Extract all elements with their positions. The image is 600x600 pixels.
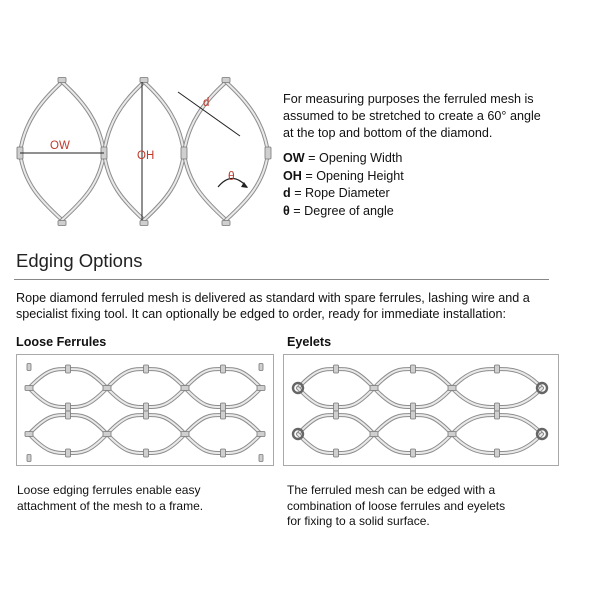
theta-label: θ xyxy=(228,169,235,183)
legend-item-ow: OW = Opening Width xyxy=(283,151,403,165)
eyelets-panel xyxy=(283,354,559,466)
loose-ferrules-caption: Loose edging ferrules enable easy attach… xyxy=(17,483,204,513)
edging-intro: Rope diamond ferruled mesh is delivered … xyxy=(16,291,530,321)
eyelets-caption: The ferruled mesh can be edged with a co… xyxy=(287,483,506,528)
legend-item-d: d = Rope Diameter xyxy=(283,186,390,200)
measuring-note: For measuring purposes the ferruled mesh… xyxy=(283,91,583,142)
mesh-wires xyxy=(16,77,272,226)
d-label: d xyxy=(203,97,209,109)
ow-label: OW xyxy=(50,140,70,152)
oh-label: OH xyxy=(137,150,154,162)
eyelets-title: Eyelets xyxy=(287,335,332,349)
legend: OW = Opening Width OH = Opening Height d… xyxy=(283,150,404,220)
loose-ferrules-title: Loose Ferrules xyxy=(16,335,107,349)
section-title: Edging Options xyxy=(16,250,143,271)
measuring-line-3: at the top and bottom of the diamond. xyxy=(283,126,493,140)
loose-ferrules-panel xyxy=(16,354,274,466)
loose-ferrules-mesh xyxy=(24,363,266,462)
d-dimension-line xyxy=(177,91,241,137)
eyelets-mesh xyxy=(291,364,549,458)
theta-arrow xyxy=(241,182,248,188)
measuring-line-1: For measuring purposes the ferruled mesh… xyxy=(283,92,534,106)
measuring-line-2: assumed to be stretched to create a 60° … xyxy=(283,109,541,123)
section-divider xyxy=(14,279,549,280)
legend-item-theta: θ = Degree of angle xyxy=(283,203,394,218)
mesh-measurement-diagram: OW OH d θ xyxy=(16,77,272,226)
legend-item-oh: OH = Opening Height xyxy=(283,168,404,183)
